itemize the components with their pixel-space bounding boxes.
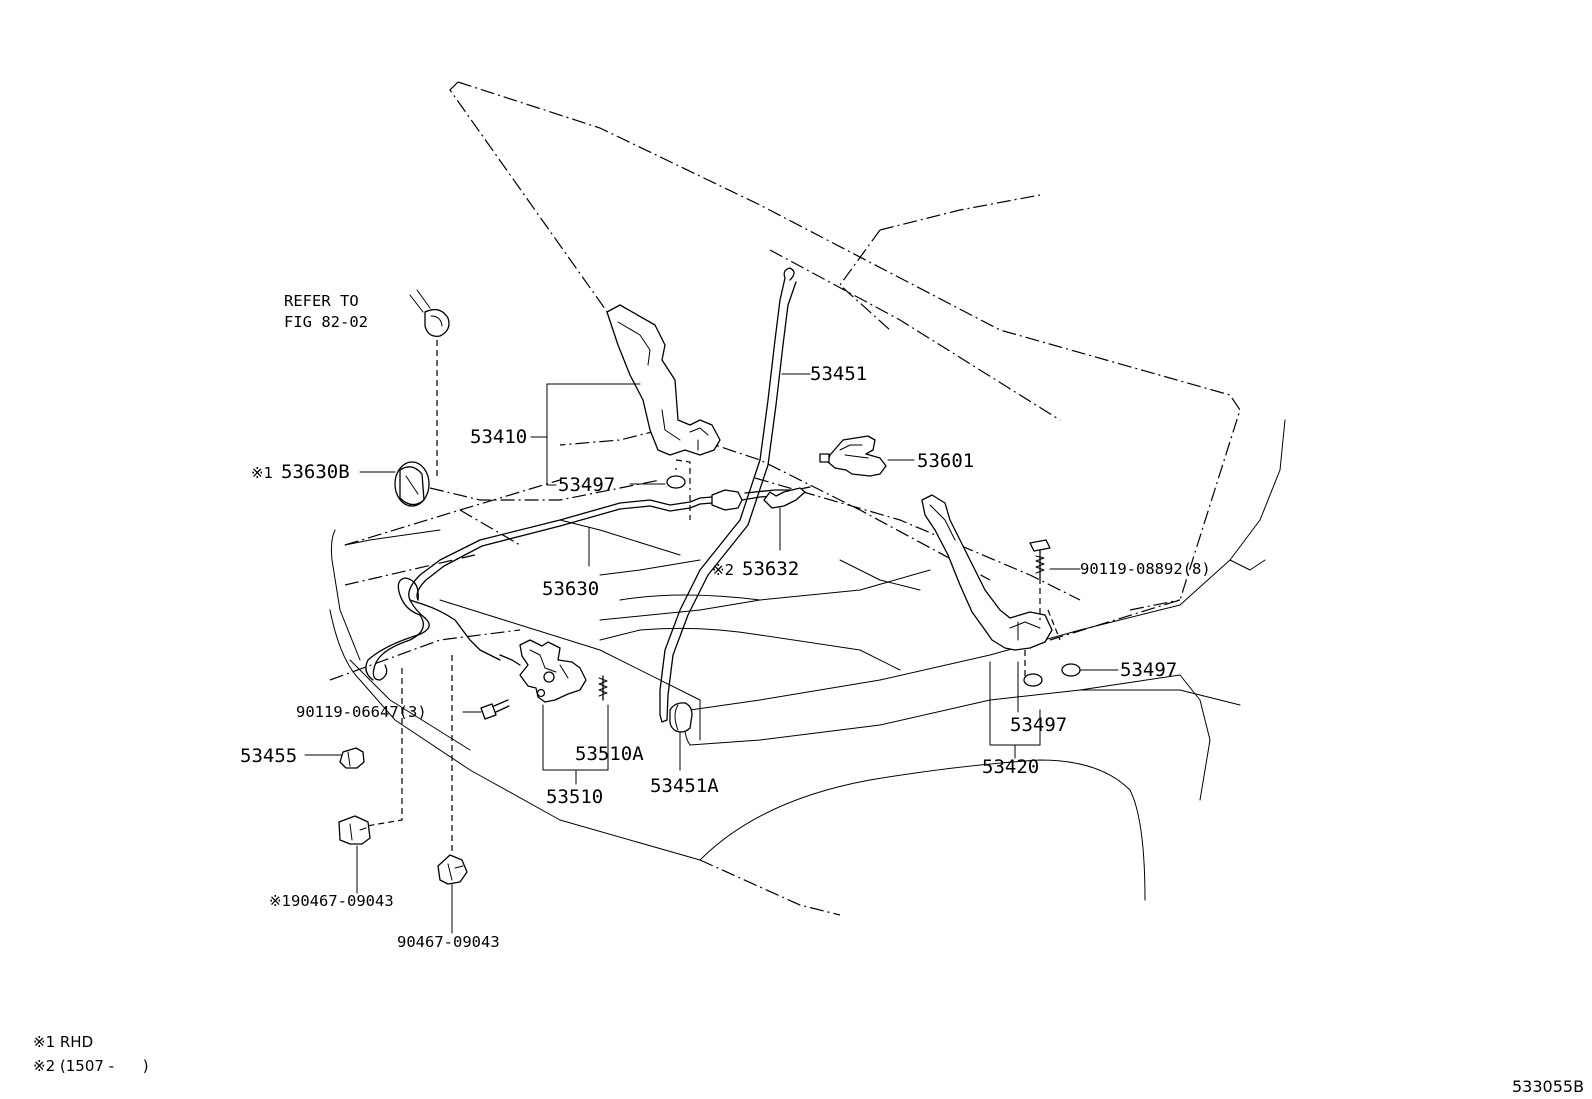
part-53630-label: 53630	[542, 578, 599, 600]
refer-to-label: REFER TO	[284, 292, 359, 310]
part-53455-label: 53455	[240, 745, 297, 767]
grommet-53630B	[359, 461, 430, 507]
note-date: ※2 (1507 - )	[33, 1057, 149, 1075]
part-53510A-label: 53510A	[575, 743, 644, 765]
assembly-lines	[354, 340, 1061, 855]
part-53451A-label: 53451A	[650, 775, 719, 797]
bolt-90119-08892-label: 90119-08892(8)	[1080, 560, 1211, 578]
support-rod-53451	[659, 267, 811, 723]
legend-notes: ※1 RHD ※2 (1507 - ) 533055B	[33, 1033, 1584, 1096]
clip-53632	[763, 487, 806, 551]
figure-code: 533055B	[1512, 1077, 1584, 1096]
bolt-90119-06647-label: 90119-06647(3)	[296, 703, 427, 721]
clip-label: 90467-09043	[397, 933, 500, 951]
bracket-53410	[530, 383, 641, 486]
rhd-mark-53630B: ※1	[251, 464, 273, 482]
part-53630B-label: 53630B	[281, 461, 350, 483]
vehicle-body	[329, 419, 1286, 901]
cable-clamp-53455	[304, 747, 365, 769]
part-53497-left-label: 53497	[558, 474, 615, 496]
clip-90467	[437, 854, 468, 934]
bracket-53420	[989, 661, 1041, 759]
part-53451-label: 53451	[810, 363, 867, 385]
release-lever-53601	[819, 435, 915, 477]
washers-53497	[629, 475, 1119, 687]
release-cable-53630	[365, 486, 811, 681]
part-53420-label: 53420	[982, 756, 1039, 778]
hinge-53420	[921, 494, 1053, 651]
part-53410-label: 53410	[470, 426, 527, 448]
rod-cushion-53451A	[669, 702, 693, 771]
hinge-53410	[606, 304, 721, 456]
bolt-90119-08892	[1029, 539, 1081, 579]
part-53601-label: 53601	[917, 450, 974, 472]
clamp-refer-fig	[409, 289, 450, 337]
clip-rhd-label: 90467-09043	[291, 892, 394, 910]
note-rhd: ※1 RHD	[33, 1033, 93, 1051]
part-53497-lower-label: 53497	[1010, 714, 1067, 736]
bolt-90119-06647	[462, 699, 510, 720]
clip-rhd-90467	[338, 815, 371, 894]
part-53632-label: 53632	[742, 558, 799, 580]
part-53510-label: 53510	[546, 786, 603, 808]
fig-ref-label: FIG 82-02	[284, 313, 368, 331]
rhd-mark-clip: ※1	[269, 892, 291, 910]
hood-lock-53510	[519, 639, 609, 785]
part-53497-right-label: 53497	[1120, 659, 1177, 681]
labels: REFER TO FIG 82-02 53451 53410 53601 534…	[240, 292, 1211, 951]
mark-2-53632: ※2	[712, 561, 734, 579]
